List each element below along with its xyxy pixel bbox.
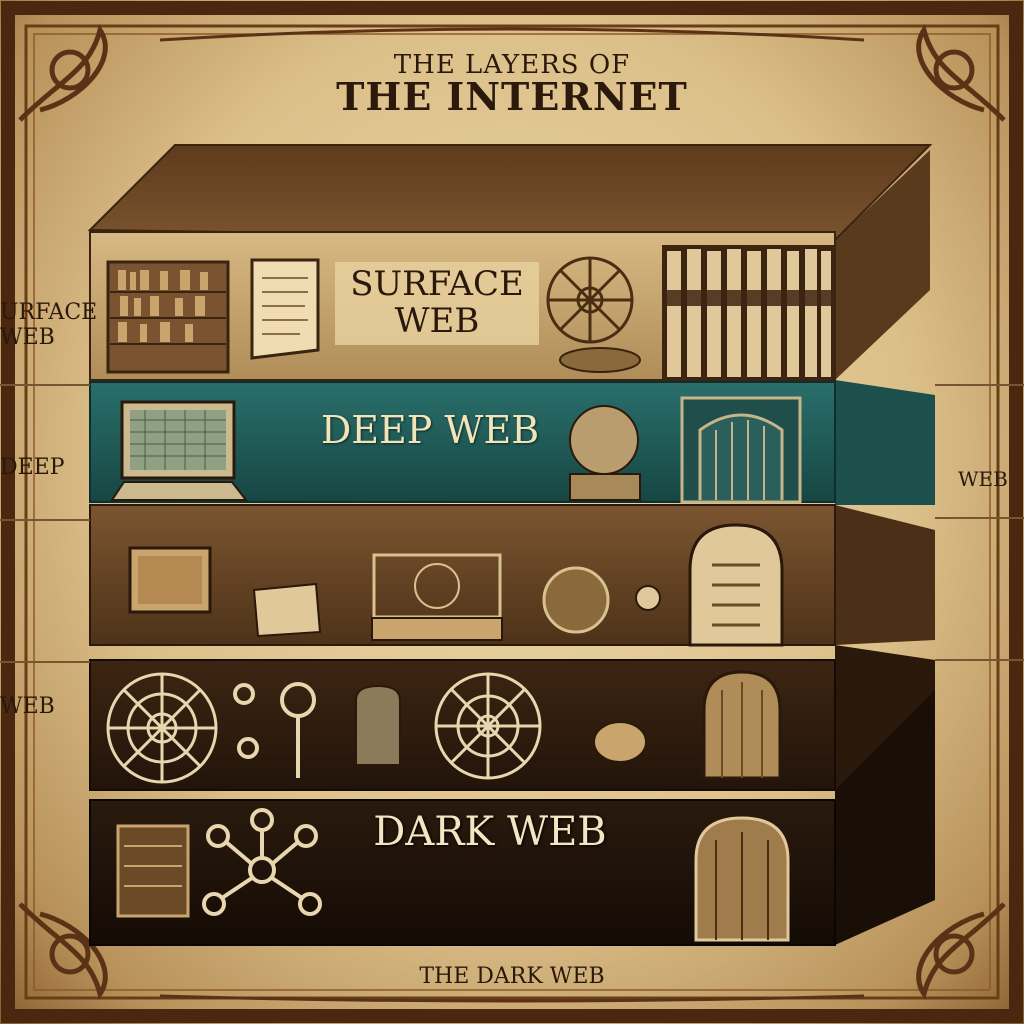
- arch-door-icon: [688, 523, 784, 647]
- dark-web-label: DARK WEB: [373, 809, 607, 855]
- surface-web-label: SURFACE WEB: [335, 262, 539, 345]
- ornate-panel-icon: [371, 553, 503, 641]
- shield-emblem-icon: [542, 566, 661, 634]
- title-line-1: THE LAYERS OF: [393, 50, 631, 80]
- map-frame-icon: [128, 546, 212, 614]
- skull-icon: [593, 721, 647, 763]
- dark-arch-door-icon: [694, 816, 790, 942]
- side-label-surface: URFACE WEB: [0, 300, 98, 351]
- side-guide-lines: [0, 384, 1024, 663]
- tombstone-icon: [355, 684, 401, 766]
- side-label-right-web: WEB: [958, 467, 1008, 491]
- books-icon: [662, 245, 834, 380]
- chest-icon: [116, 824, 190, 918]
- web-icon: [106, 672, 218, 784]
- document-icon: [252, 582, 322, 638]
- globe-icon: [569, 405, 641, 501]
- bookshelf-icon: [106, 260, 230, 374]
- deep-web-label: DEEP WEB: [320, 408, 540, 452]
- network-node-icon: [202, 808, 322, 916]
- compass-wheel-icon: [546, 256, 634, 344]
- block-side-faces: [835, 150, 935, 945]
- computer-screen-icon: [110, 400, 249, 501]
- block-top-surface: [90, 145, 930, 240]
- key-icon: [233, 682, 316, 778]
- wooden-door-icon: [702, 670, 782, 780]
- scroll-icon: [250, 258, 320, 360]
- side-label-web: WEB: [0, 694, 55, 719]
- web-large-icon: [434, 672, 542, 780]
- footer-caption: THE DARK WEB: [419, 964, 605, 989]
- gate-icon: [680, 396, 802, 504]
- side-label-deep: DEEP: [0, 455, 65, 480]
- title-line-2: THE INTERNET: [336, 74, 688, 119]
- globe-small-icon: [559, 347, 641, 373]
